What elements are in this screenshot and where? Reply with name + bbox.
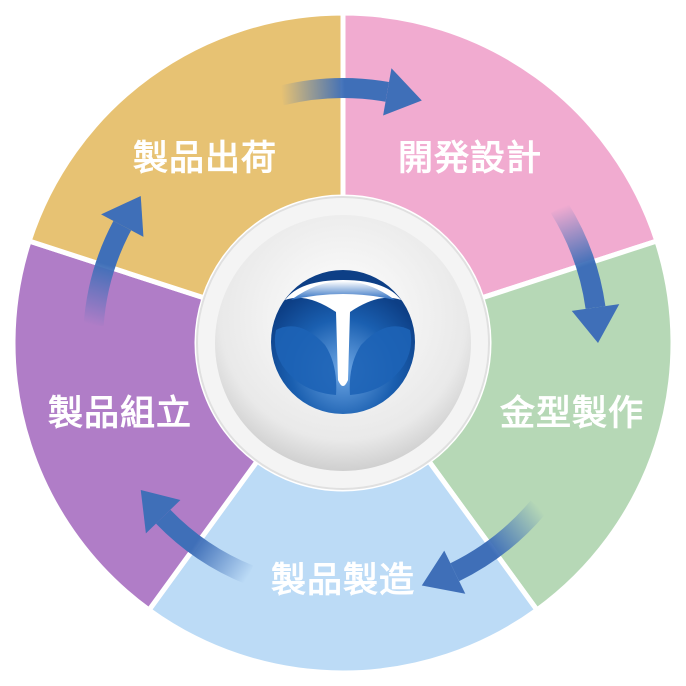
step-label-manufacturing: 製品製造 — [271, 561, 415, 601]
arrow-shipping-to-development-icon — [278, 68, 422, 116]
step-label-development: 開発設計 — [398, 139, 542, 179]
step-label-assembly: 製品組立 — [48, 394, 192, 434]
arrow-assembly-to-shipping-icon — [83, 196, 144, 327]
arrow-development-to-mold-icon — [550, 202, 620, 343]
company-logo-icon — [271, 270, 415, 414]
step-label-shipping: 製品出荷 — [133, 139, 277, 179]
step-label-mold: 金型製作 — [499, 393, 644, 434]
segments — [10, 10, 676, 676]
arrow-manufacturing-to-assembly-icon — [140, 489, 254, 585]
arrows — [83, 68, 620, 594]
arrow-mold-to-manufacturing-icon — [421, 500, 547, 594]
